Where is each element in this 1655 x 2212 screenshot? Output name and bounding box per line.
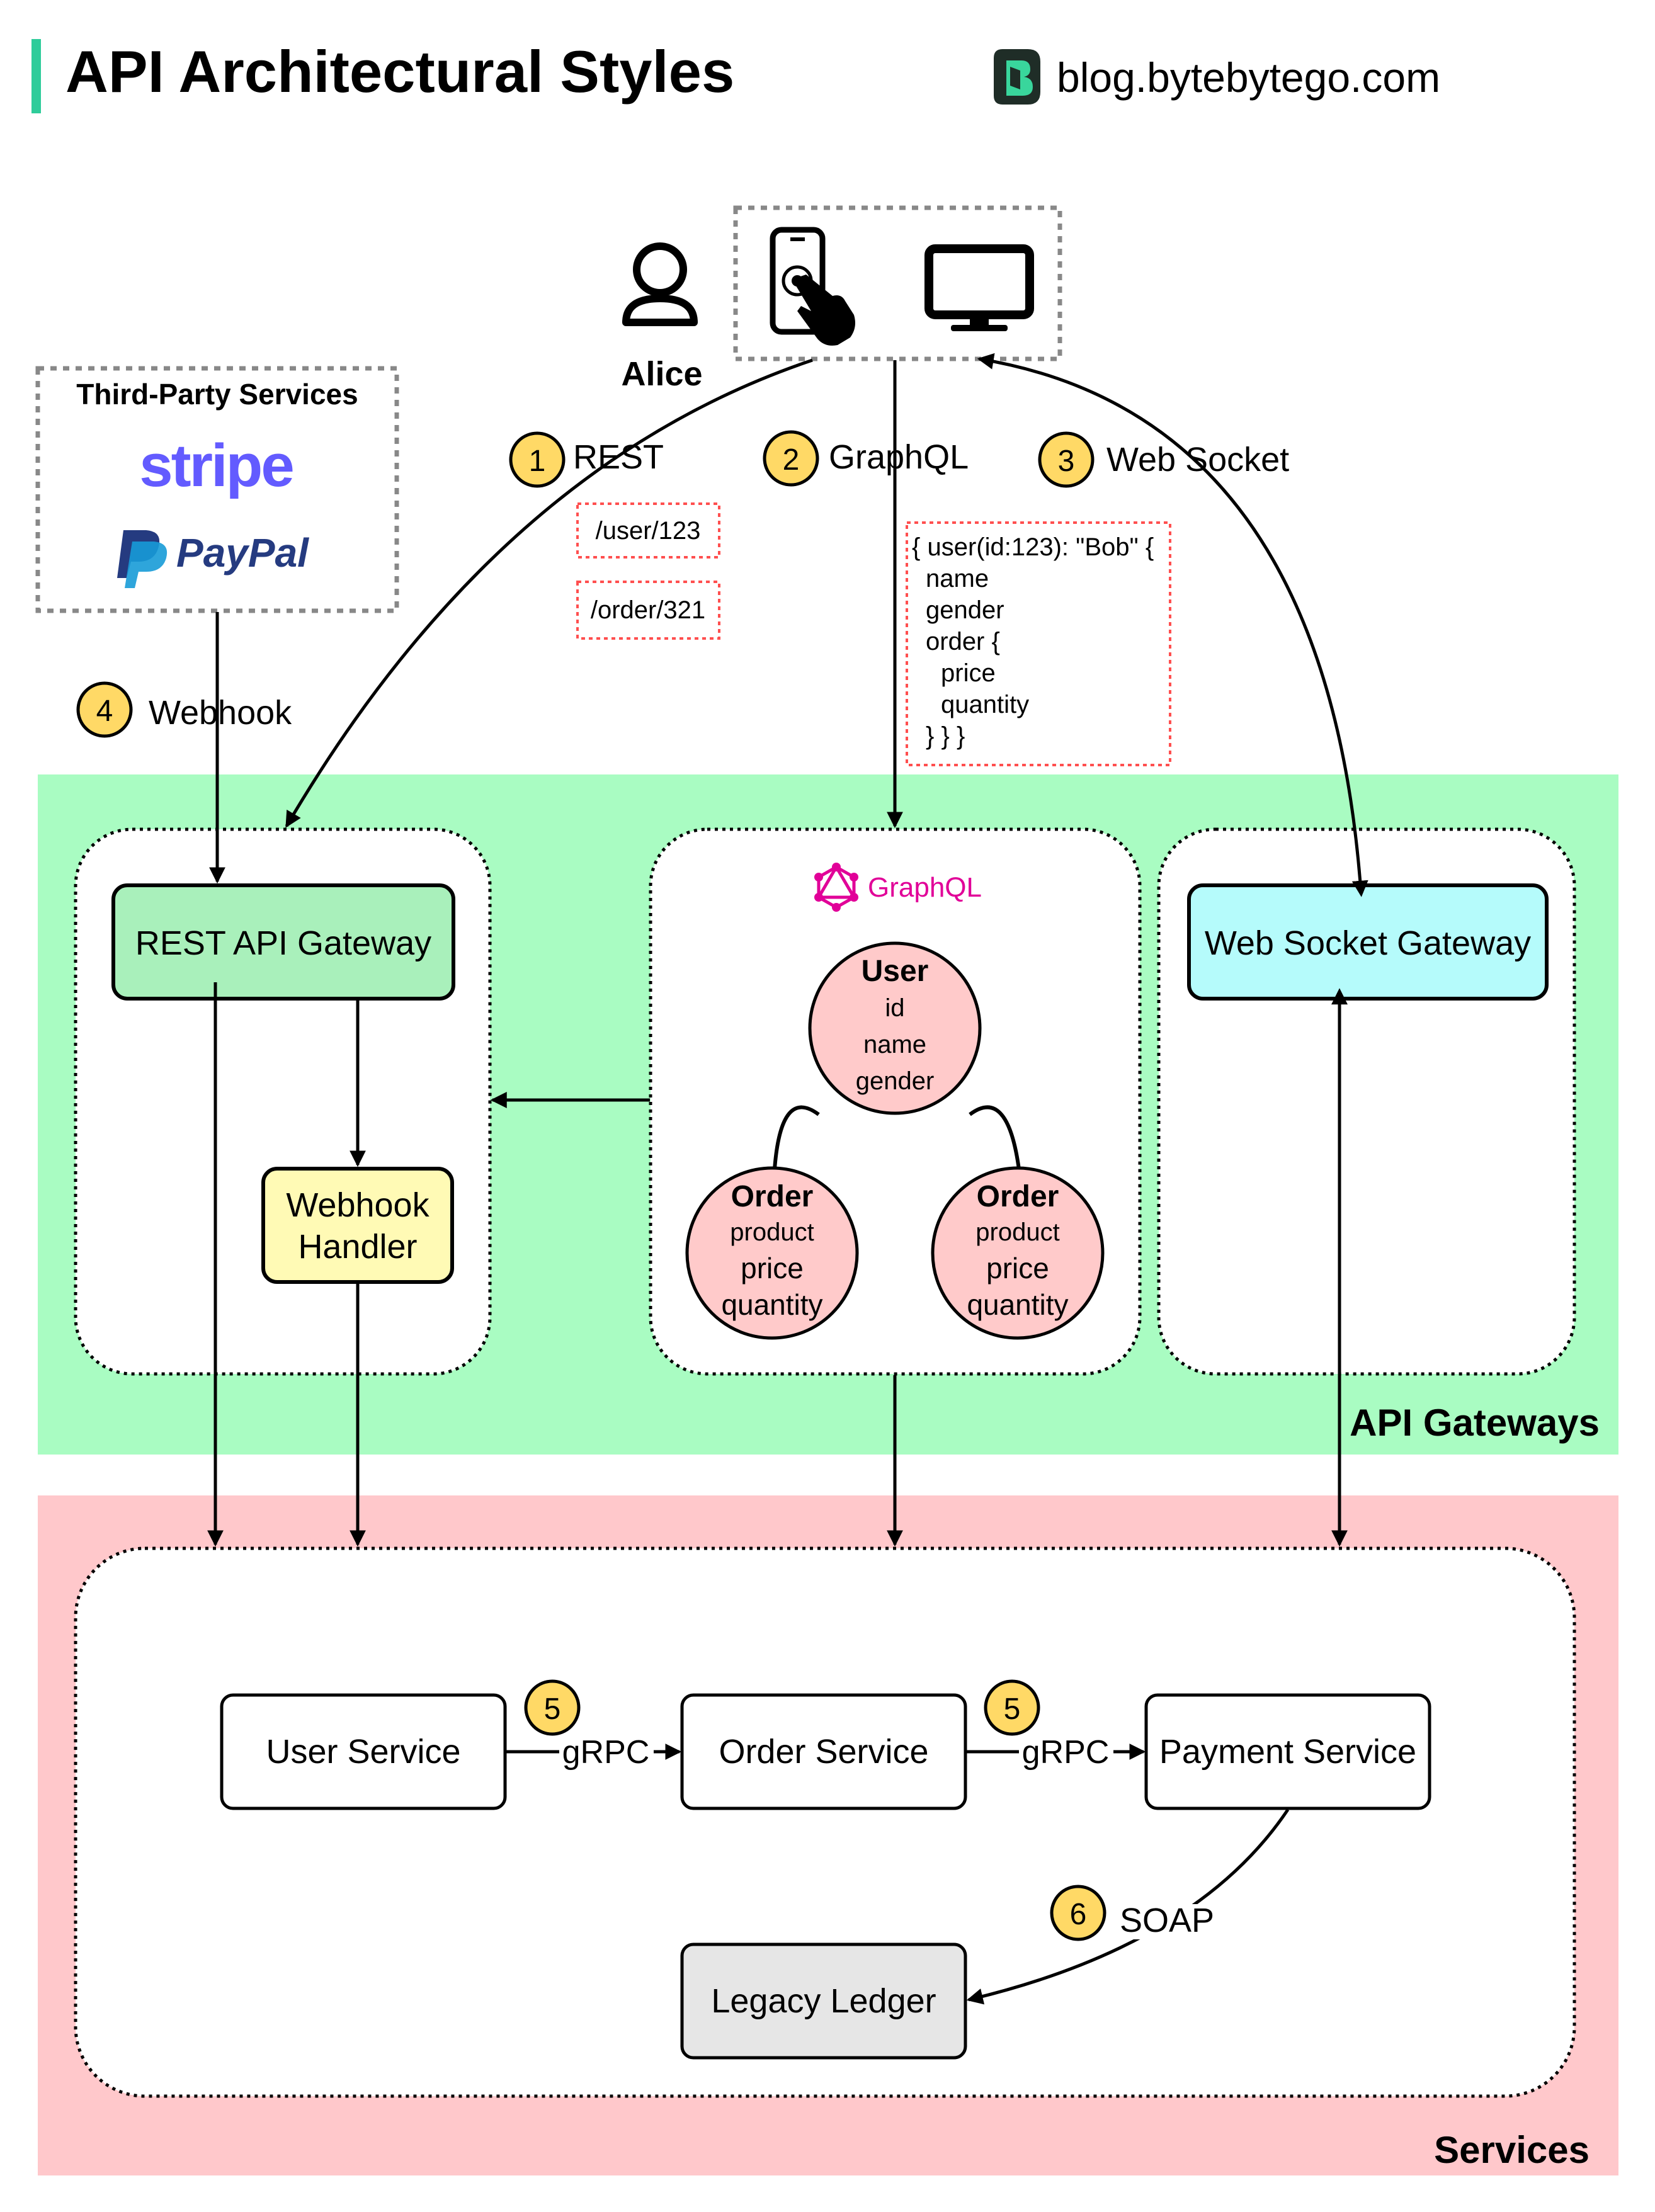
rest-badge: 1	[509, 431, 566, 488]
user-graph-node	[808, 941, 982, 1115]
graphql-query-line: quantity	[941, 691, 1029, 718]
websocket-badge: 3	[1038, 431, 1095, 488]
soap-label: SOAP	[1120, 1902, 1214, 1939]
graph-edge-left	[773, 1105, 820, 1170]
graphql-query-line: order {	[926, 628, 1000, 655]
websocket-label: Web Socket	[1106, 441, 1289, 479]
order-graph-node	[685, 1166, 859, 1340]
webhook-handler-line2: Handler	[298, 1228, 417, 1266]
user-label: Alice	[621, 355, 702, 393]
graphql-query-box	[906, 521, 1171, 766]
smartphone-touch-icon	[770, 227, 855, 346]
user-node-title: User	[862, 955, 929, 988]
svg-text:5: 5	[1004, 1693, 1021, 1726]
order-node-title: Order	[731, 1180, 814, 1213]
rest-endpoint-box	[576, 581, 720, 640]
paypal-icon	[117, 530, 168, 588]
order-node-field: quantity	[721, 1288, 822, 1321]
order-service-label: Order Service	[719, 1733, 928, 1771]
grpc-badge: 5	[524, 1679, 581, 1736]
user-service	[220, 1693, 507, 1810]
order-node-field: product	[730, 1218, 814, 1246]
rest-api-gateway	[111, 883, 455, 1001]
user-icon	[622, 242, 698, 326]
grpc-label: gRPC	[1022, 1734, 1110, 1771]
graph-edge-right	[969, 1105, 1021, 1170]
page-title: API Architectural Styles	[65, 38, 734, 105]
grpc-label-bg	[1019, 1739, 1113, 1772]
rest-endpoint-box	[576, 502, 720, 559]
order-node-title: Order	[977, 1180, 1059, 1213]
websocket-flow-arrow	[977, 353, 1368, 897]
graphql-label: GraphQL	[829, 438, 969, 476]
svg-text:5: 5	[544, 1693, 561, 1726]
svg-text:1: 1	[529, 445, 546, 478]
user-node-field: id	[885, 994, 904, 1022]
svg-text:2: 2	[783, 443, 800, 477]
desktop-monitor-icon	[924, 244, 1034, 331]
order-service	[680, 1693, 967, 1810]
svg-text:6: 6	[1070, 1898, 1087, 1931]
user-node-field: name	[863, 1031, 926, 1058]
rest-label: REST	[573, 438, 664, 476]
bytebytego-logo-icon	[994, 49, 1040, 105]
soap-label-bg	[1115, 1904, 1222, 1939]
graphql-logo-text: GraphQL	[868, 872, 982, 903]
svg-text:4: 4	[96, 695, 113, 728]
user-service-label: User Service	[266, 1733, 460, 1771]
webhook-label: Webhook	[149, 694, 292, 732]
graphql-query-line: name	[926, 565, 989, 593]
rest-api-gateway-label: REST API Gateway	[135, 924, 431, 962]
svg-text:3: 3	[1058, 445, 1075, 478]
title-accent-bar	[31, 39, 41, 113]
grpc-badge: 5	[984, 1679, 1040, 1736]
order-node-field: product	[975, 1218, 1059, 1246]
user-node-field: gender	[856, 1067, 935, 1095]
order-node-field: price	[741, 1252, 804, 1285]
client-devices-box	[733, 205, 1062, 361]
services-label: Services	[1434, 2129, 1590, 2171]
graphql-query-line: price	[941, 659, 996, 687]
websocket-gateway-label: Web Socket Gateway	[1205, 924, 1531, 962]
rest-endpoint: /user/123	[596, 517, 701, 545]
services-container	[74, 1546, 1576, 2098]
graphql-query-line: gender	[926, 596, 1004, 624]
third-party-title: Third-Party Services	[76, 378, 358, 411]
stripe-logo: stripe	[139, 432, 293, 499]
order-graph-node	[931, 1166, 1105, 1340]
order-node-field: quantity	[967, 1288, 1068, 1321]
graphql-query-line: { user(id:123): "Bob" {	[912, 533, 1154, 561]
soap-badge: 6	[1050, 1885, 1106, 1941]
grpc-label-bg	[559, 1739, 654, 1772]
third-party-box	[35, 366, 399, 613]
rest-flow-arrow	[285, 358, 813, 828]
payment-service-label: Payment Service	[1159, 1733, 1416, 1771]
webhook-badge: 4	[76, 681, 133, 738]
payment-service	[1144, 1693, 1431, 1810]
grpc-label: gRPC	[562, 1734, 650, 1771]
rest-endpoint: /order/321	[591, 596, 705, 624]
legacy-ledger	[680, 1943, 967, 2060]
webhook-handler	[261, 1167, 454, 1284]
order-node-field: price	[986, 1252, 1049, 1285]
webhook-handler-line1: Webhook	[286, 1186, 429, 1224]
graphql-query-line: } } }	[926, 722, 965, 750]
legacy-ledger-label: Legacy Ledger	[711, 1982, 936, 2020]
graphql-badge: 2	[763, 430, 819, 487]
graphql-icon	[814, 863, 858, 912]
paypal-logo: PayPal	[176, 530, 309, 576]
site-url: blog.bytebytego.com	[1057, 54, 1440, 101]
api-gateways-label: API Gateways	[1350, 1402, 1600, 1444]
